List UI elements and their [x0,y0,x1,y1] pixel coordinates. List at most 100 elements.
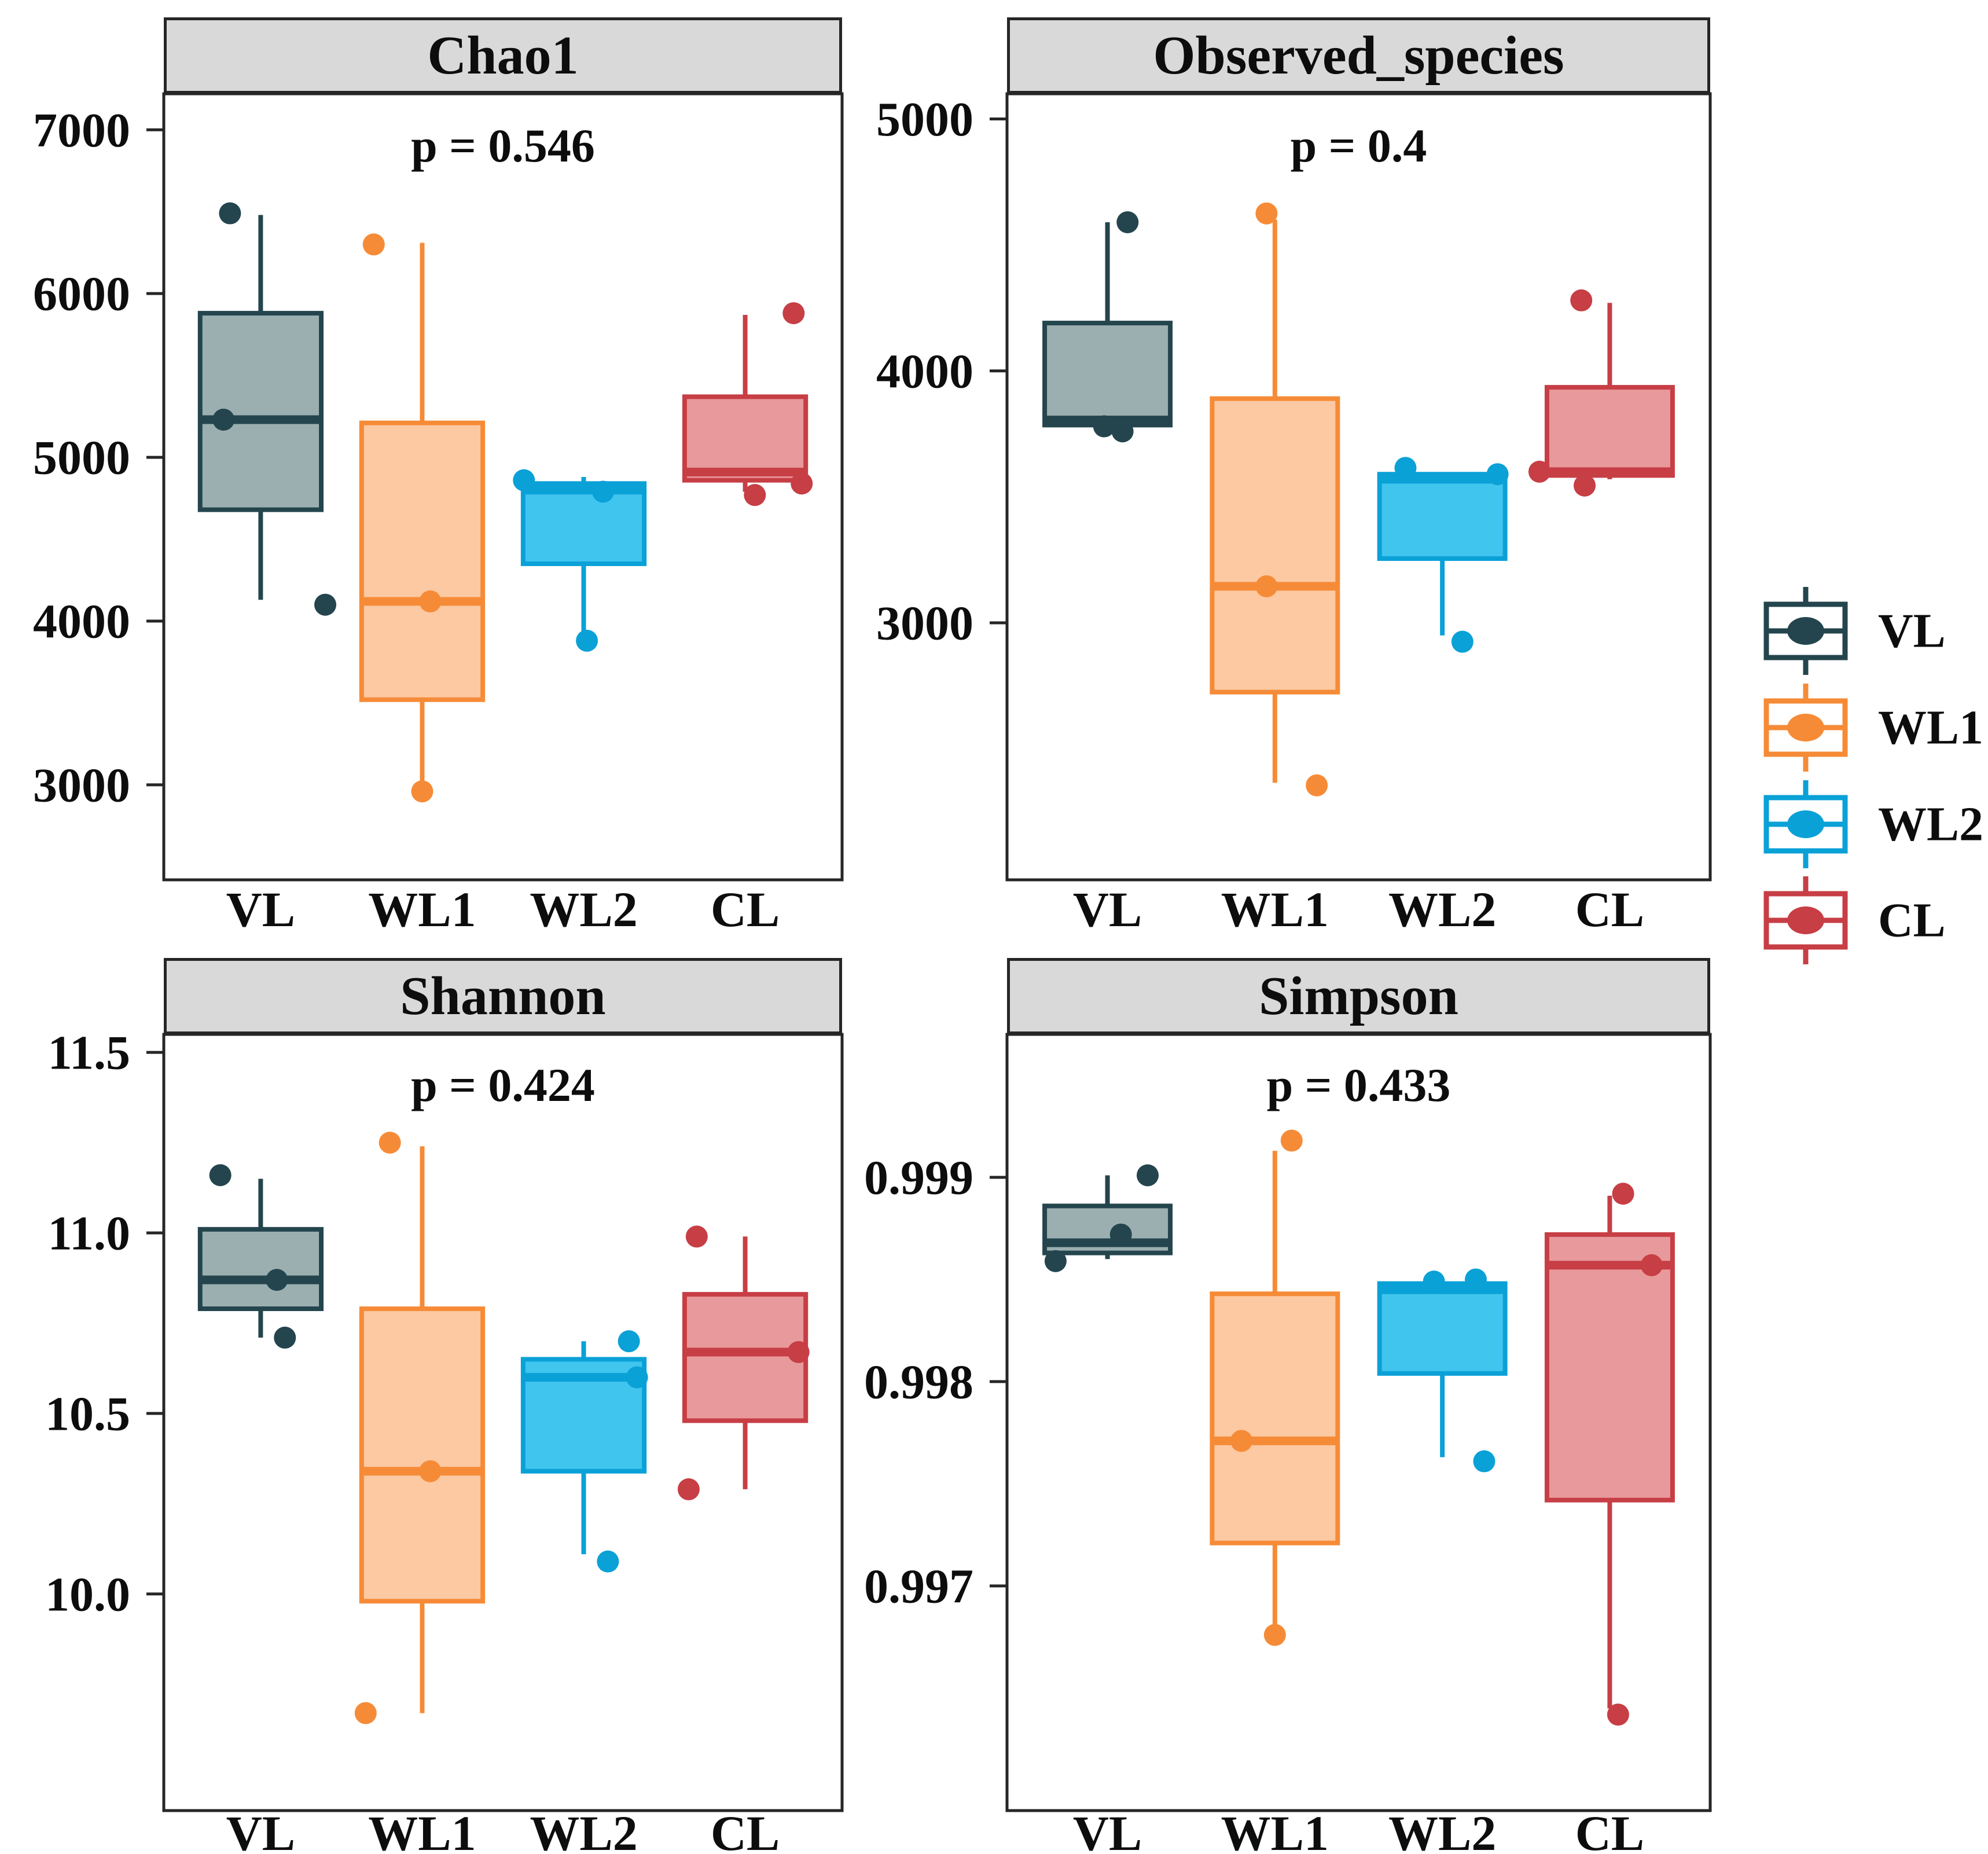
iqr-box [682,1292,809,1423]
panel-header-shannon: Shannon [164,958,842,1034]
boxplot-observed_species-wl2 [1377,457,1509,653]
jitter-point [362,233,385,256]
panel-border [1005,1033,1712,1812]
jitter-point [1612,1183,1634,1205]
jitter-point [1486,463,1509,486]
legend-label: WL1 [1878,701,1983,755]
x-category-label: WL2 [530,882,637,937]
jitter-point [379,1132,401,1154]
jitter-point [219,202,241,225]
jitter-point [1574,474,1596,497]
jitter-point [266,1269,288,1291]
x-category-label: WL1 [1221,882,1329,937]
boxplot-chao1-vl [197,202,337,616]
jitter-point [685,1225,708,1248]
jitter-point [1306,774,1328,796]
iqr-box [682,394,809,483]
legend-boxplot-icon [1787,906,1824,934]
jitter-point [1093,415,1115,438]
iqr-box [1210,396,1340,695]
jitter-point [1109,1223,1132,1246]
boxplot-observed_species-wl1 [1210,202,1340,796]
legend-item-cl: CL [1763,876,1946,964]
y-tick-label: 3000 [33,758,130,812]
boxplot-simpson-vl [1042,1164,1173,1272]
jitter-point [209,1164,231,1187]
y-tick-label: 5000 [876,93,973,146]
y-tick-label: 11.5 [48,1026,130,1080]
x-category-label: CL [1575,882,1644,937]
panel-border [162,1033,844,1812]
jitter-point [1570,289,1593,311]
y-tick-label: 4000 [33,595,130,649]
jitter-point [787,1341,810,1363]
jitter-point [592,480,615,503]
jitter-point [677,1478,700,1500]
x-category-label: VL [226,1805,295,1854]
y-tick-label: 6000 [33,267,130,321]
jitter-point [513,469,535,491]
legend-boxplot-icon [1787,617,1824,645]
panel-border [1005,92,1712,882]
legend-item-vl: VL [1763,587,1946,675]
x-category-label: WL2 [1388,882,1496,937]
iqr-box [1544,1232,1675,1503]
p-value-shannon: p = 0.424 [411,1059,595,1111]
jitter-point [419,590,442,613]
x-category-label: CL [711,882,780,937]
boxplot-simpson-wl2 [1377,1268,1508,1473]
legend-label: VL [1878,604,1946,658]
jitter-point [744,484,766,506]
legend-label: CL [1878,894,1946,948]
jitter-point [1640,1254,1663,1276]
y-tick-label: 10.0 [45,1567,130,1621]
legend-item-wl2: WL2 [1763,780,1983,868]
jitter-point [597,1550,619,1573]
jitter-point [618,1330,640,1353]
x-category-label: VL [1073,882,1142,937]
jitter-point [1423,1271,1445,1293]
jitter-point [1230,1430,1252,1452]
jitter-point [1044,1250,1067,1272]
jitter-point [1473,1450,1495,1473]
jitter-point [1255,202,1278,225]
boxplot-chao1-wl2 [513,469,647,652]
jitter-point [1465,1268,1487,1291]
iqr-box [197,1227,324,1312]
panel-header-simpson: Simpson [1007,958,1710,1034]
panel-header-chao1: Chao1 [164,17,842,94]
jitter-point [626,1366,648,1389]
jitter-point [314,593,337,616]
x-category-label: WL2 [530,1805,637,1854]
iqr-box [1377,1281,1508,1376]
boxplot-shannon-wl2 [520,1330,648,1573]
iqr-box [520,481,647,566]
iqr-box [1544,385,1675,478]
iqr-box [1377,472,1508,561]
x-category-label: WL1 [368,1805,476,1854]
jitter-point [411,780,433,803]
panel-title-simpson: Simpson [1259,966,1458,1026]
iqr-box [359,1306,486,1604]
jitter-point [1263,1624,1286,1646]
x-category-label: WL1 [368,882,476,937]
y-tick-label: 4000 [876,344,973,398]
jitter-point [274,1326,296,1349]
y-tick-label: 3000 [876,597,973,651]
x-category-label: CL [711,1805,780,1854]
boxplot-shannon-wl1 [354,1132,486,1724]
boxplot-chao1-wl1 [359,233,486,803]
iqr-box [1042,321,1173,428]
x-category-label: WL1 [1221,1805,1329,1854]
boxplot-observed_species-cl [1528,289,1675,497]
legend-item-wl1: WL1 [1763,684,1983,772]
y-tick-label: 7000 [33,104,130,157]
p-value-observed-species: p = 0.4 [1290,119,1427,172]
jitter-point [1255,575,1278,597]
jitter-point [419,1460,442,1482]
boxplot-chao1-cl [682,302,813,506]
jitter-point [354,1702,377,1724]
